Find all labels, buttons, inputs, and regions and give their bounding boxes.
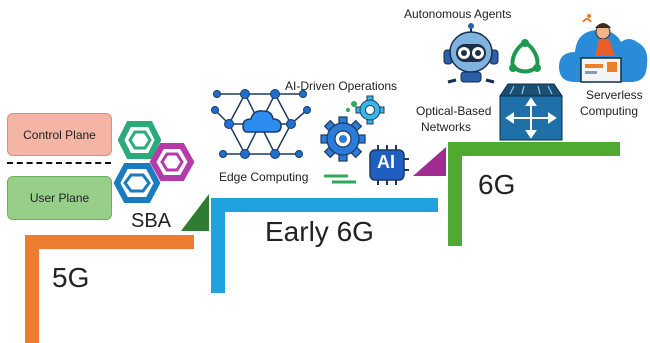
stage-5g-label: 5G: [52, 262, 90, 293]
user-plane-box: User Plane: [7, 176, 112, 220]
ai-driven-operations-label: AI-Driven Operations: [285, 79, 398, 93]
serverless-label-line2: Computing: [580, 104, 639, 118]
stage-6g-label: 6G: [478, 169, 516, 200]
step-6g: [448, 142, 620, 246]
edge-computing-label: Edge Computing: [219, 170, 309, 184]
serverless-label-line1: Serverless: [586, 88, 643, 102]
control-plane-label: Control Plane: [23, 127, 96, 142]
control-plane-box: Control Plane: [7, 113, 112, 156]
ai-badge-label: AI: [377, 152, 395, 172]
optical-networks-label-line1: Optical-Based: [416, 104, 492, 118]
step-5g: [25, 235, 194, 343]
sba-step-triangle: [181, 194, 209, 231]
sba-hexagons-icon: [113, 121, 195, 203]
robot-icon: [443, 23, 499, 84]
agent-network-icon: [509, 39, 541, 74]
stage-early-6g-label: Early 6G: [265, 216, 374, 247]
stage-sba-label: SBA: [131, 210, 172, 232]
optical-networks-label-line2: Networks: [421, 120, 472, 134]
optical-switch-icon: [499, 83, 563, 141]
plane-separator-dashed-line: [7, 162, 111, 164]
early6g-purple-triangle: [413, 147, 446, 176]
serverless-cloud-icon: [559, 14, 648, 83]
user-plane-label: User Plane: [29, 191, 90, 205]
step-early-6g: [211, 198, 438, 293]
ai-gears-icon: [320, 95, 409, 185]
edge-computing-network-icon: [211, 89, 311, 159]
autonomous-agents-label: Autonomous Agents: [404, 7, 512, 21]
